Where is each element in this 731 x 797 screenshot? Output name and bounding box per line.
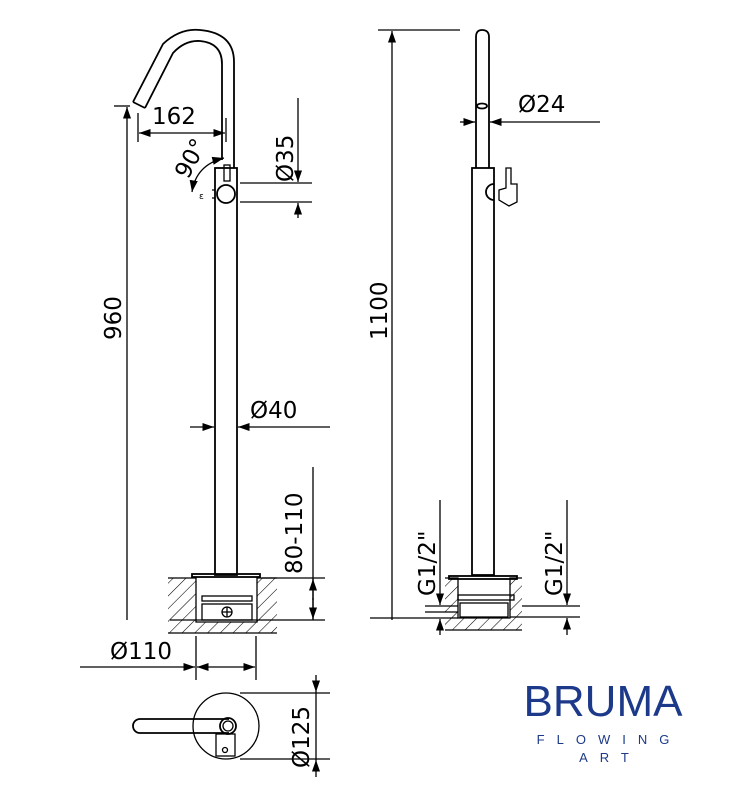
swivel-arc [189,156,225,193]
valve-box-side [459,602,509,618]
handle-knob [216,184,236,204]
spout-tube [475,29,490,168]
logo-tagline-1: FLOWING [537,732,682,747]
dim-total-height: 960 [101,296,127,340]
body-column [214,167,238,576]
logo-brand: BRUMA [524,677,684,726]
dim-side-total-height: 1100 [367,281,393,340]
dim-spout-reach: 162 [152,104,196,130]
bruma-logo: BRUMA FLOWING ART [524,677,684,765]
body-column-side [471,167,495,576]
dim-flange-diameter: Ø110 [110,639,172,665]
valve-box [201,603,253,621]
front-view: ε 162 90° Ø35 960 Ø40 80-110 [80,28,330,777]
dim-swivel-angle: 90° [170,135,212,183]
spout-inner [144,40,223,160]
lever-stem [223,164,231,182]
dim-spout-diameter: Ø24 [518,92,565,118]
dim-connection-left: G1/2" [415,531,441,596]
lever-plan [132,718,229,734]
floor-hatch [168,578,277,633]
logo-tagline-2: ART [579,750,641,765]
dim-handle-diameter: Ø35 [273,135,299,182]
dim-body-diameter: Ø40 [250,398,297,424]
handle-side [485,183,495,201]
rosette [192,692,260,760]
dim-installation-depth: 80-110 [282,493,308,574]
floor-hatch-side [445,578,522,630]
side-view: 1100 Ø24 G1/2" G1/2" [367,29,600,635]
flange [191,573,261,578]
dim-rosette-diameter: Ø125 [289,706,315,768]
svg-text:ε: ε [199,192,204,202]
dim-connection-right: G1/2" [542,531,568,596]
spout-outline [132,28,235,168]
